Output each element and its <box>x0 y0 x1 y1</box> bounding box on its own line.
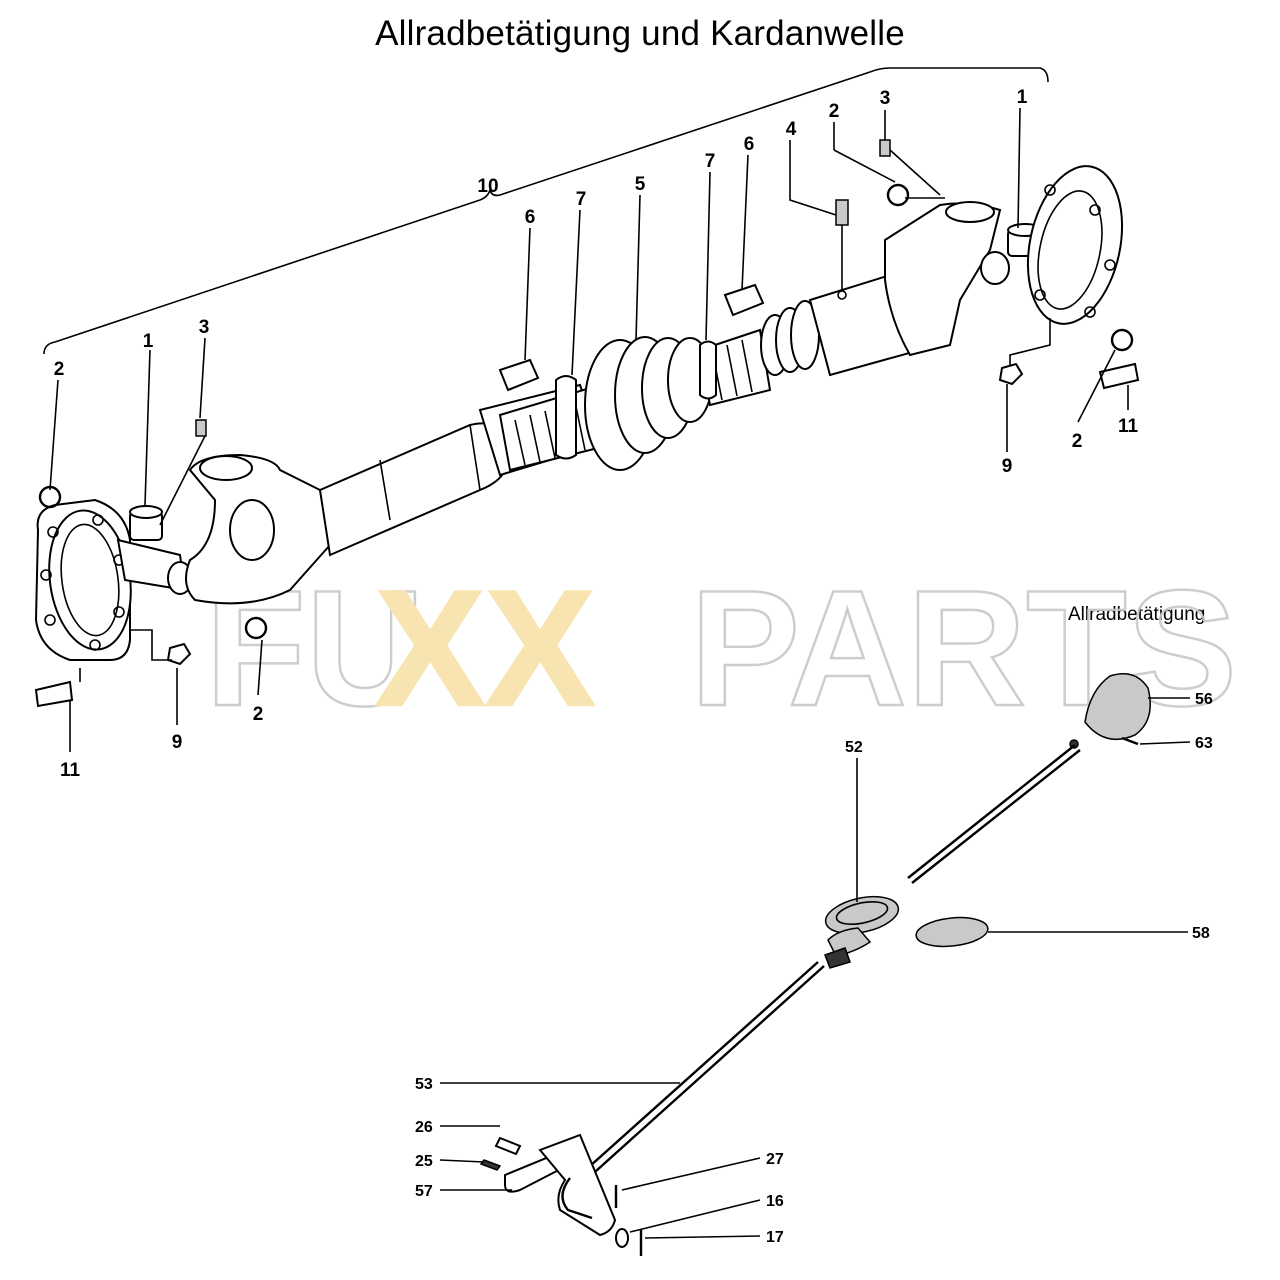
callout-5: 5 <box>635 174 646 195</box>
callout-1-left: 1 <box>143 331 154 352</box>
bolt-11-right <box>1098 362 1140 390</box>
section-label-allradbetaetigung: Allradbetätigung <box>1068 604 1206 625</box>
circlip-right-top <box>886 183 910 207</box>
washer-16 <box>615 1228 629 1248</box>
knob-56 <box>1084 673 1151 741</box>
retainer-7-right <box>699 340 717 400</box>
left-yoke <box>185 453 332 605</box>
right-flange <box>1026 165 1124 325</box>
callout-4: 4 <box>786 119 797 140</box>
callout-2-left-top: 2 <box>54 359 65 380</box>
callout-2-right-bottom: 2 <box>1072 431 1083 452</box>
circlip-right-bottom <box>1110 328 1134 352</box>
callout-56: 56 <box>1195 691 1213 708</box>
circlip-left-bottom <box>244 616 268 640</box>
lever-leader-lines <box>439 697 1191 1239</box>
callout-17: 17 <box>766 1229 784 1246</box>
nut-9-left <box>166 642 192 666</box>
grease-nipple-left <box>195 419 207 437</box>
callout-11-right: 11 <box>1118 416 1139 437</box>
left-flange <box>34 498 132 661</box>
callout-57: 57 <box>415 1183 433 1200</box>
clip-6-right <box>723 283 765 317</box>
callout-2-right-top: 2 <box>829 101 840 122</box>
callout-6-left: 6 <box>525 207 536 228</box>
retainer-7-left <box>555 375 577 460</box>
callout-16: 16 <box>766 1193 784 1210</box>
callout-58: 58 <box>1192 925 1210 942</box>
callout-10: 10 <box>477 176 498 197</box>
assembly-bracket-10 <box>43 67 1049 355</box>
lever-rod-53 <box>579 961 819 1176</box>
nut-9-right <box>998 362 1024 386</box>
callout-3-right: 3 <box>880 88 891 109</box>
callout-63: 63 <box>1195 735 1213 752</box>
bracket-body <box>538 1133 617 1237</box>
bellows-boot <box>584 336 713 471</box>
page-title: Allradbetätigung und Kardanwelle <box>375 14 905 53</box>
pin-26 <box>494 1136 522 1156</box>
joint-lower <box>824 947 851 969</box>
callout-2-left-bottom: 2 <box>253 704 264 725</box>
right-yoke <box>884 201 1002 357</box>
bolt-11-left <box>34 680 74 708</box>
watermark: FU XX PARTS <box>204 555 1238 742</box>
callout-7-right: 7 <box>705 151 716 172</box>
shaft-callouts: 10 1 2 3 2 9 11 6 7 5 7 6 4 2 3 1 2 11 9 <box>54 87 1139 781</box>
pin-63 <box>1121 736 1139 746</box>
cover-58 <box>915 916 989 948</box>
watermark-text-xx: XX <box>375 556 595 740</box>
clip-6-left <box>498 358 540 392</box>
stirrup <box>561 1177 593 1220</box>
grease-nipple-4 <box>835 199 849 226</box>
callout-11-left: 11 <box>60 760 81 781</box>
callout-25: 25 <box>415 1153 433 1170</box>
callout-1-right: 1 <box>1017 87 1028 108</box>
callout-9-left: 9 <box>172 732 183 753</box>
callout-7-left: 7 <box>576 189 587 210</box>
lever-callouts: 56 63 52 58 53 26 25 57 27 16 17 <box>415 691 1213 1246</box>
callout-27: 27 <box>766 1151 784 1168</box>
callout-53: 53 <box>415 1076 433 1093</box>
callout-26: 26 <box>415 1119 433 1136</box>
shaft-leader-lines <box>49 107 1129 752</box>
callout-9-right: 9 <box>1002 456 1013 477</box>
lever-rod-upper <box>907 744 1076 879</box>
cardan-shaft <box>34 139 1140 708</box>
callout-6-right: 6 <box>744 134 755 155</box>
watermark-text-parts: PARTS <box>690 556 1237 740</box>
grease-nipple-right <box>879 139 891 157</box>
left-universal-joint <box>116 505 193 595</box>
shift-lever-assembly <box>479 673 1151 1256</box>
callout-52: 52 <box>845 739 863 756</box>
callout-3-left: 3 <box>199 317 210 338</box>
